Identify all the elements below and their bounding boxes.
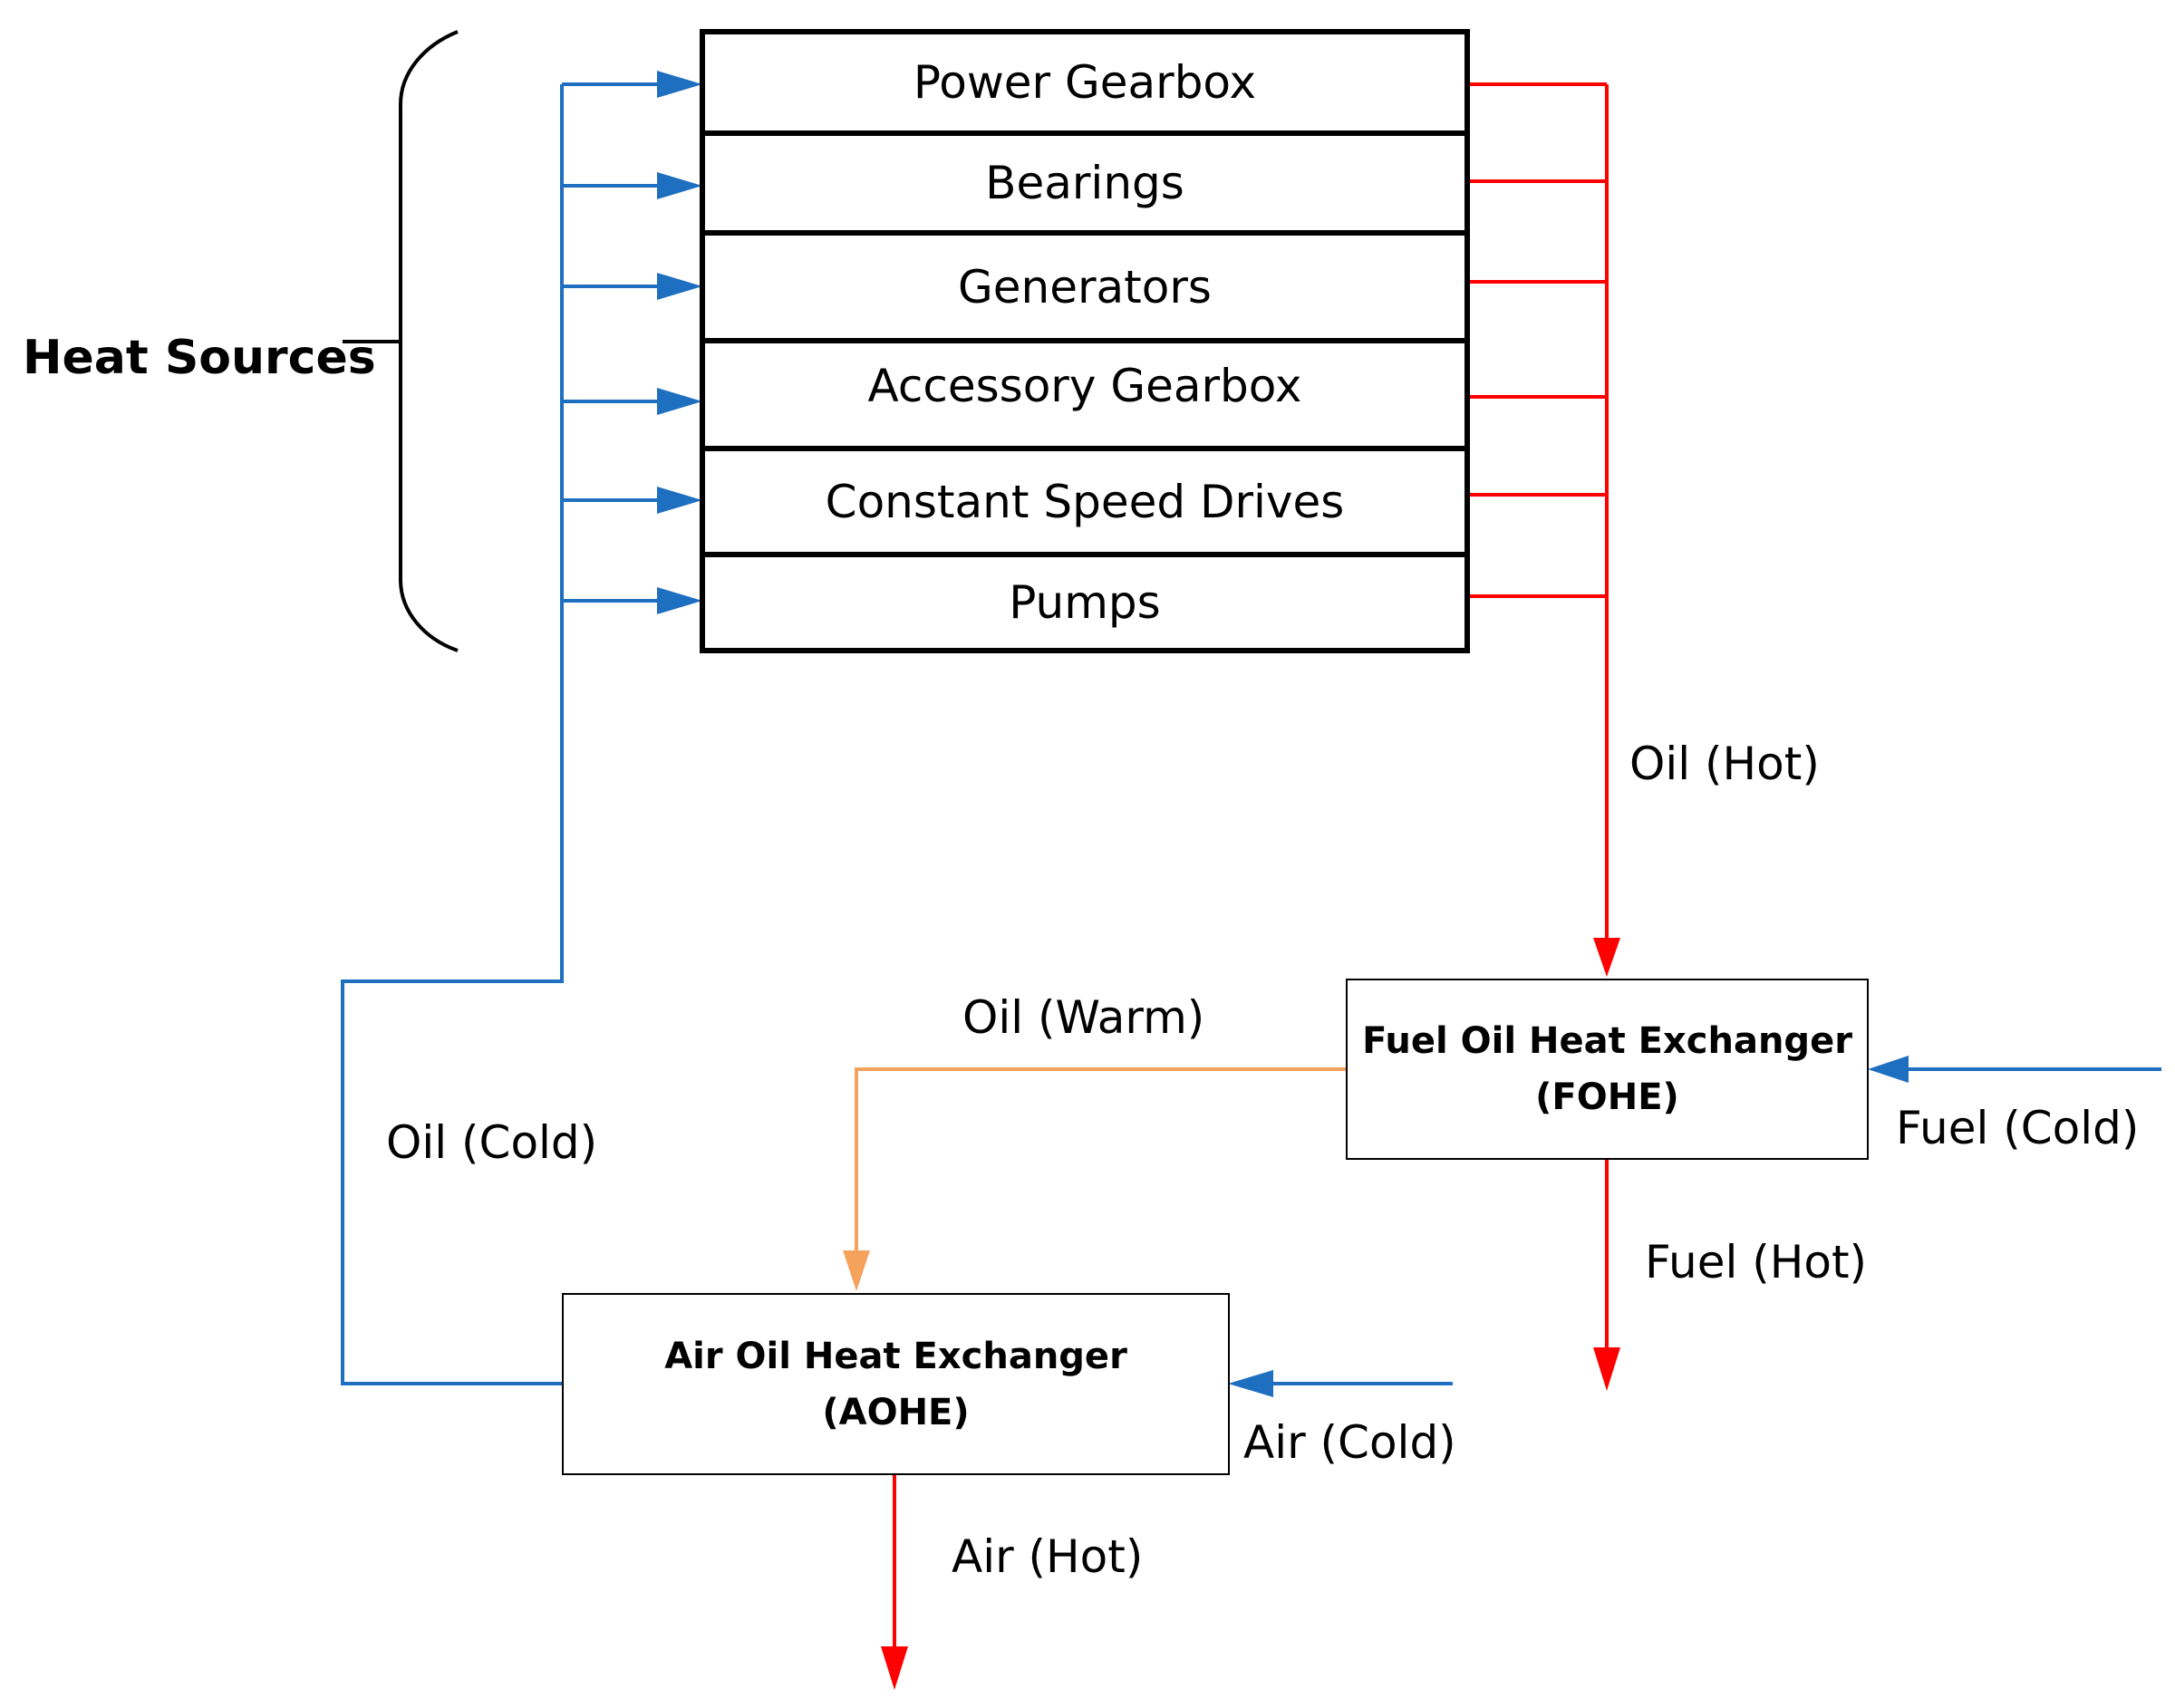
air-cold-arrow-icon <box>1228 1370 1273 1397</box>
heat-sources-brace <box>399 30 459 652</box>
oil-cold-arrowheads <box>657 71 702 614</box>
arrow-icon <box>657 388 702 415</box>
heat-source-accessory-gearbox: Accessory Gearbox <box>867 360 1302 412</box>
fuel-hot-arrow-icon <box>1593 1347 1620 1391</box>
fuel-cold-arrow-icon <box>1868 1056 1909 1083</box>
arrow-icon <box>657 172 702 199</box>
air-hot-arrow-icon <box>881 1646 908 1690</box>
fohe-box: Fuel Oil Heat Exchanger (FOHE) <box>1346 979 1869 1160</box>
heat-source-power-gearbox: Power Gearbox <box>913 56 1257 109</box>
heat-sources-box <box>700 29 1470 653</box>
oil-hot-arrow-icon <box>1593 938 1620 977</box>
heat-source-pumps: Pumps <box>1009 576 1161 629</box>
heat-source-constant-speed-drives: Constant Speed Drives <box>825 475 1345 528</box>
fuel-cold-label: Fuel (Cold) <box>1896 1102 2140 1154</box>
arrow-icon <box>657 71 702 98</box>
oil-warm-label: Oil (Warm) <box>962 991 1205 1044</box>
arrow-icon <box>657 587 702 614</box>
air-hot-label: Air (Hot) <box>952 1530 1144 1583</box>
oil-cold-label: Oil (Cold) <box>386 1116 598 1169</box>
oil-cold-supply-lines <box>341 82 666 1385</box>
aohe-title: Air Oil Heat Exchanger <box>664 1335 1127 1377</box>
heat-sources-title: Heat Sources <box>23 331 376 385</box>
aohe-box: Air Oil Heat Exchanger (AOHE) <box>562 1293 1230 1475</box>
fohe-title: Fuel Oil Heat Exchanger <box>1362 1020 1852 1062</box>
arrow-icon <box>657 273 702 300</box>
arrow-icon <box>657 487 702 514</box>
heat-source-generators: Generators <box>958 260 1212 314</box>
oil-warm-line <box>855 1067 1346 1255</box>
oil-hot-return-lines <box>1467 82 1609 938</box>
fuel-hot-label: Fuel (Hot) <box>1645 1236 1868 1288</box>
fohe-abbrev: (FOHE) <box>1535 1076 1679 1118</box>
oil-warm-arrow-icon <box>843 1250 870 1291</box>
heat-source-bearings: Bearings <box>985 157 1184 209</box>
oil-hot-label: Oil (Hot) <box>1629 738 1820 790</box>
air-cold-label: Air (Cold) <box>1243 1416 1456 1469</box>
aohe-abbrev: (AOHE) <box>822 1391 970 1433</box>
